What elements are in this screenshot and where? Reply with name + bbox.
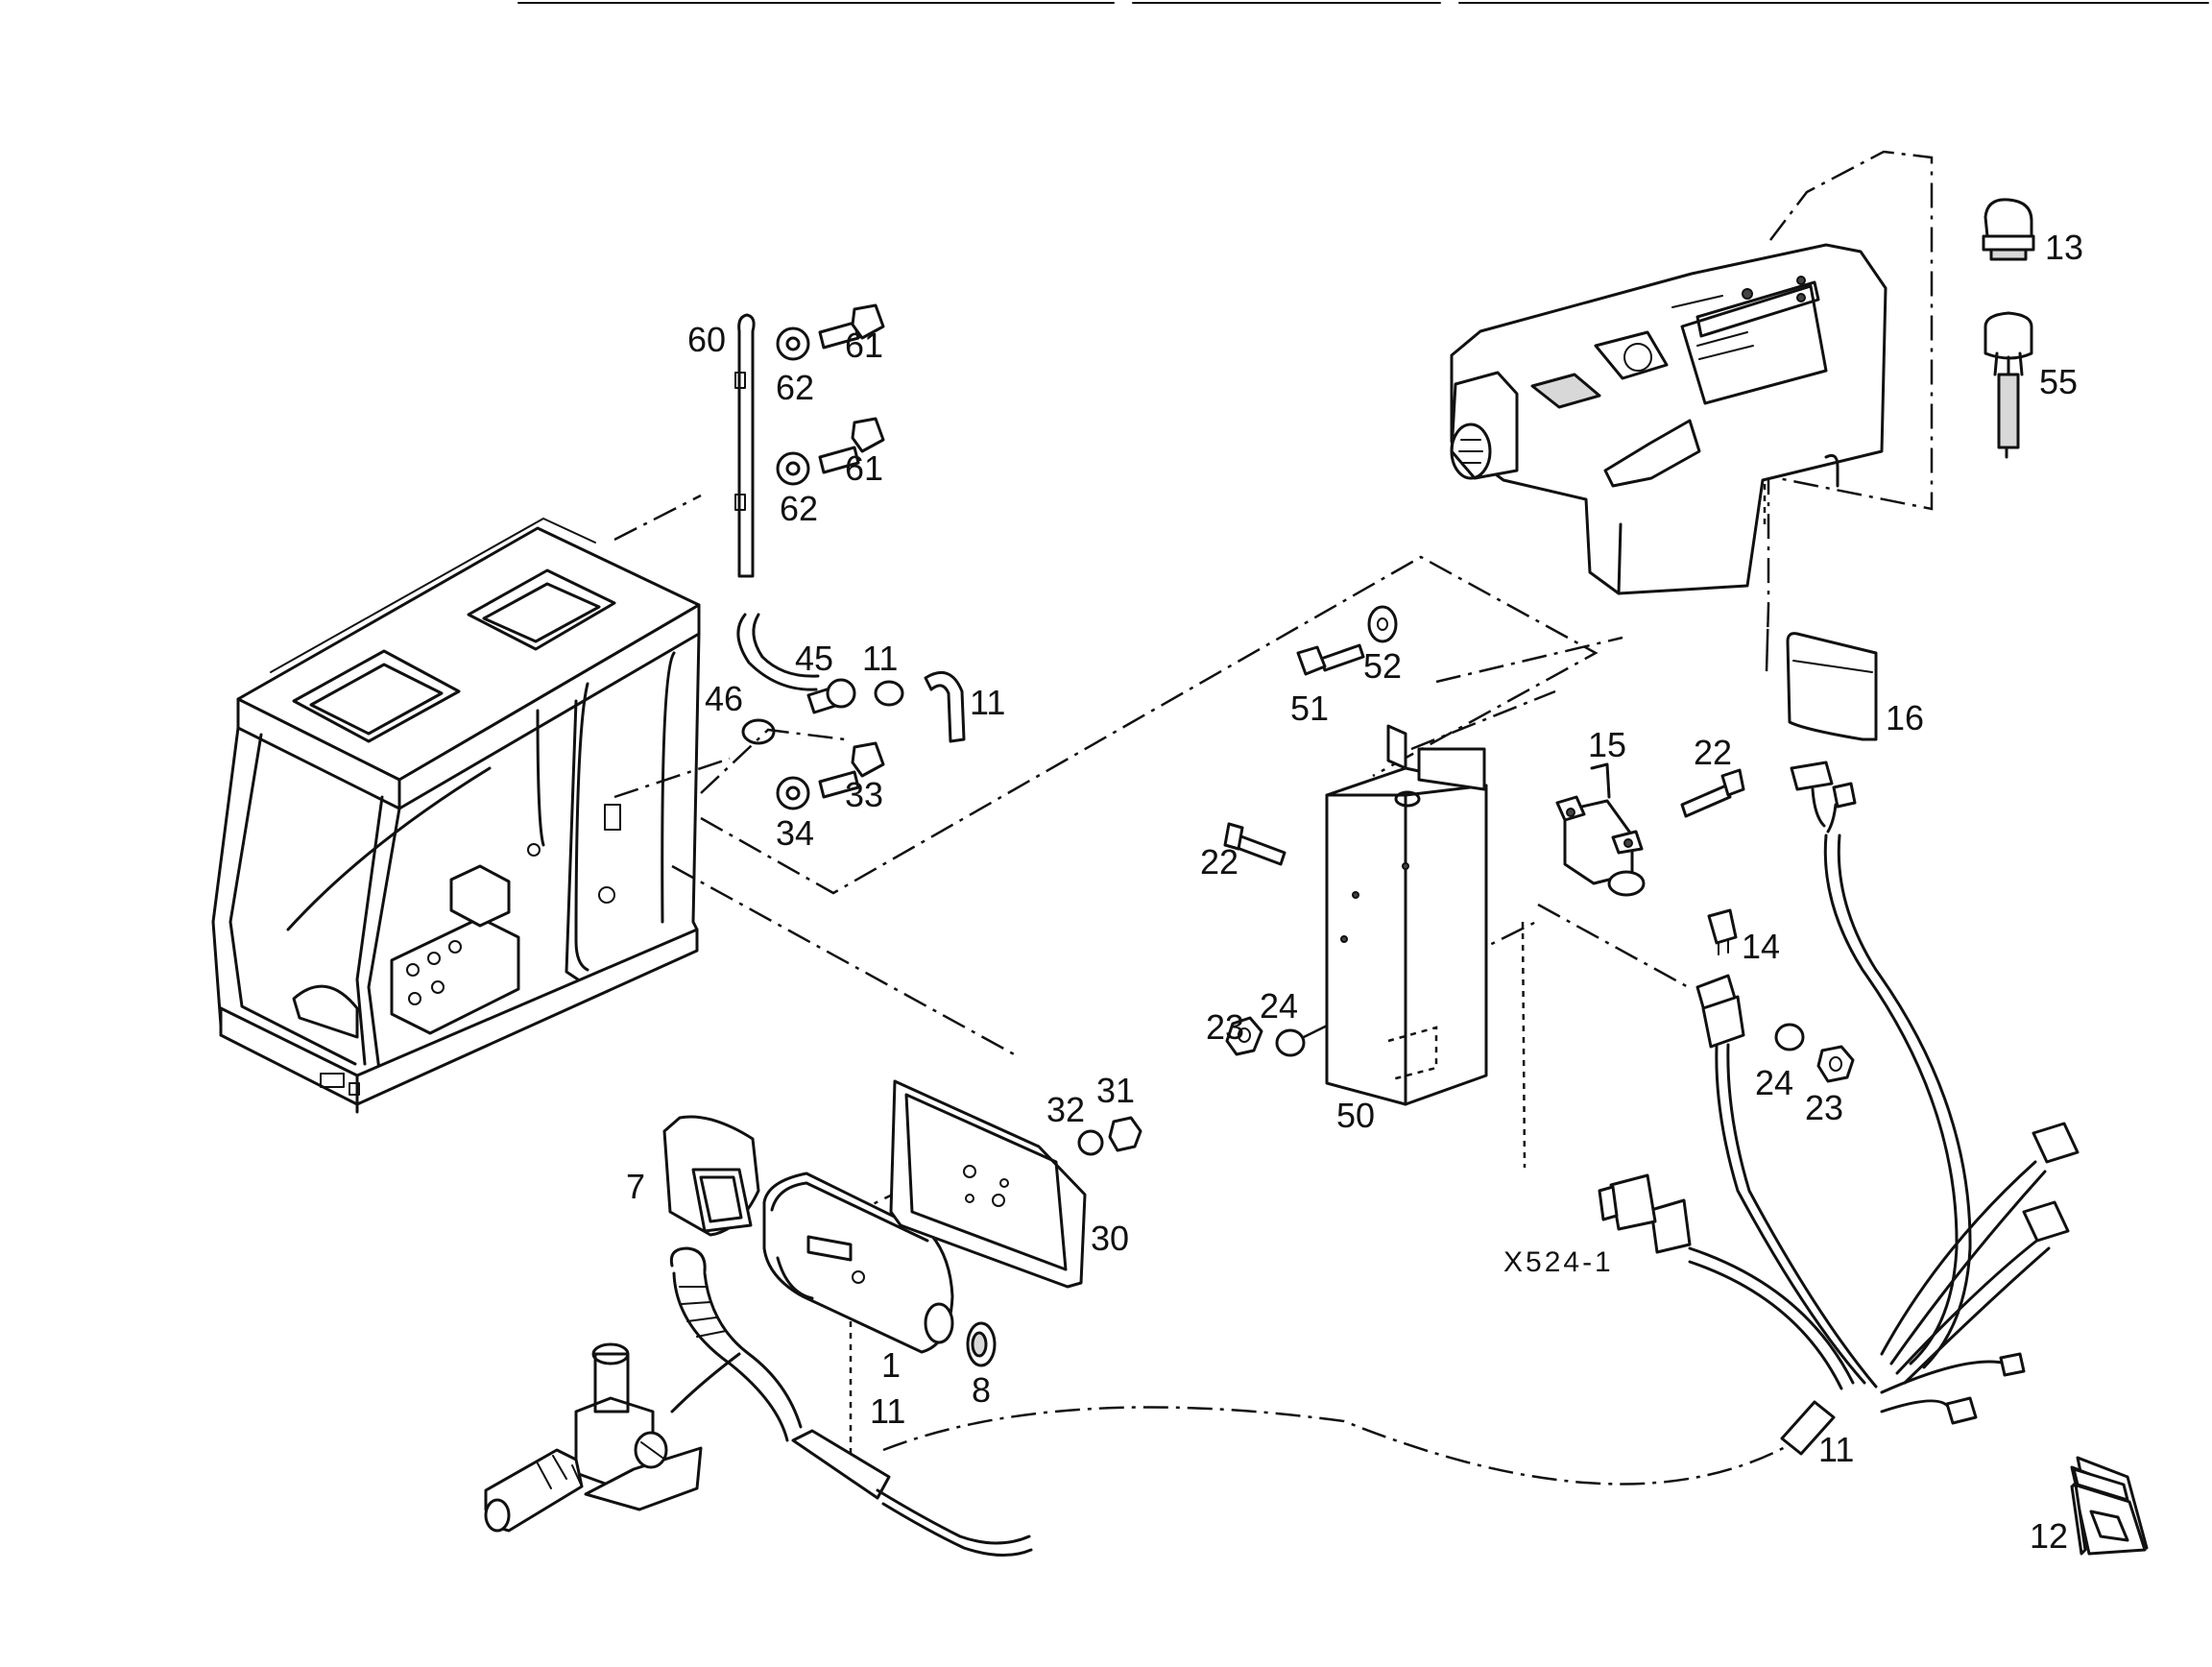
callout-61: 61 bbox=[845, 448, 883, 488]
callout-15: 15 bbox=[1588, 725, 1626, 764]
callout-62: 62 bbox=[776, 368, 814, 407]
switch-and-connector bbox=[1982, 198, 2035, 459]
nuts-and-washers bbox=[1225, 1016, 1855, 1083]
callout-55: 55 bbox=[2039, 362, 2078, 401]
control-box bbox=[1325, 724, 1488, 1106]
callout-23: 23 bbox=[1206, 1007, 1244, 1047]
callout-11: 11 bbox=[870, 1391, 905, 1431]
callout-11: 11 bbox=[970, 683, 1005, 722]
screw-and-washer bbox=[1296, 605, 1398, 676]
callout-23: 23 bbox=[1805, 1088, 1843, 1127]
callout-8: 8 bbox=[972, 1370, 991, 1410]
callout-32: 32 bbox=[1046, 1090, 1085, 1129]
relay-bracket bbox=[1555, 762, 1646, 897]
callout-60: 60 bbox=[687, 320, 726, 359]
wiring-harness bbox=[1598, 761, 2080, 1456]
callout-labels: 60 61 62 61 62 45 11 46 11 33 34 13 55 5… bbox=[626, 228, 2083, 1556]
fuel-sensor-lead bbox=[791, 1429, 1033, 1558]
callout-33: 33 bbox=[845, 775, 883, 814]
cab-frame bbox=[211, 518, 701, 1114]
pump-assembly bbox=[484, 1246, 803, 1533]
callout-34: 34 bbox=[776, 813, 814, 853]
heater-unit bbox=[662, 1079, 1142, 1367]
callout-50: 50 bbox=[1336, 1096, 1375, 1135]
callout-62: 62 bbox=[780, 489, 818, 528]
manual-booklet bbox=[2070, 1456, 2149, 1556]
callout-45: 45 bbox=[795, 639, 833, 678]
callout-7: 7 bbox=[626, 1167, 645, 1206]
callout-12: 12 bbox=[2030, 1516, 2068, 1556]
callout-46: 46 bbox=[705, 679, 743, 718]
defroster-duct-assembly bbox=[734, 303, 885, 691]
callout-51: 51 bbox=[1290, 689, 1329, 728]
callout-13: 13 bbox=[2045, 228, 2083, 267]
callout-31: 31 bbox=[1096, 1071, 1135, 1110]
callout-30: 30 bbox=[1091, 1219, 1129, 1258]
callout-11: 11 bbox=[862, 639, 898, 678]
callout-11: 11 bbox=[1818, 1430, 1854, 1469]
callout-52: 52 bbox=[1363, 646, 1402, 686]
bolts bbox=[1223, 768, 1745, 866]
relay bbox=[1707, 908, 1738, 955]
instrument-console bbox=[1450, 243, 1887, 595]
callout-1: 1 bbox=[881, 1345, 901, 1385]
callout-24: 24 bbox=[1755, 1063, 1793, 1102]
hose-clamp-assembly bbox=[700, 670, 966, 810]
reference-code: X524-1 bbox=[1503, 1246, 1614, 1278]
callout-61: 61 bbox=[845, 326, 883, 365]
callout-24: 24 bbox=[1260, 986, 1298, 1026]
callout-16: 16 bbox=[1886, 698, 1924, 737]
callout-14: 14 bbox=[1742, 927, 1780, 966]
callout-22: 22 bbox=[1200, 842, 1238, 882]
cover bbox=[1786, 632, 1878, 741]
callout-22: 22 bbox=[1694, 733, 1732, 772]
